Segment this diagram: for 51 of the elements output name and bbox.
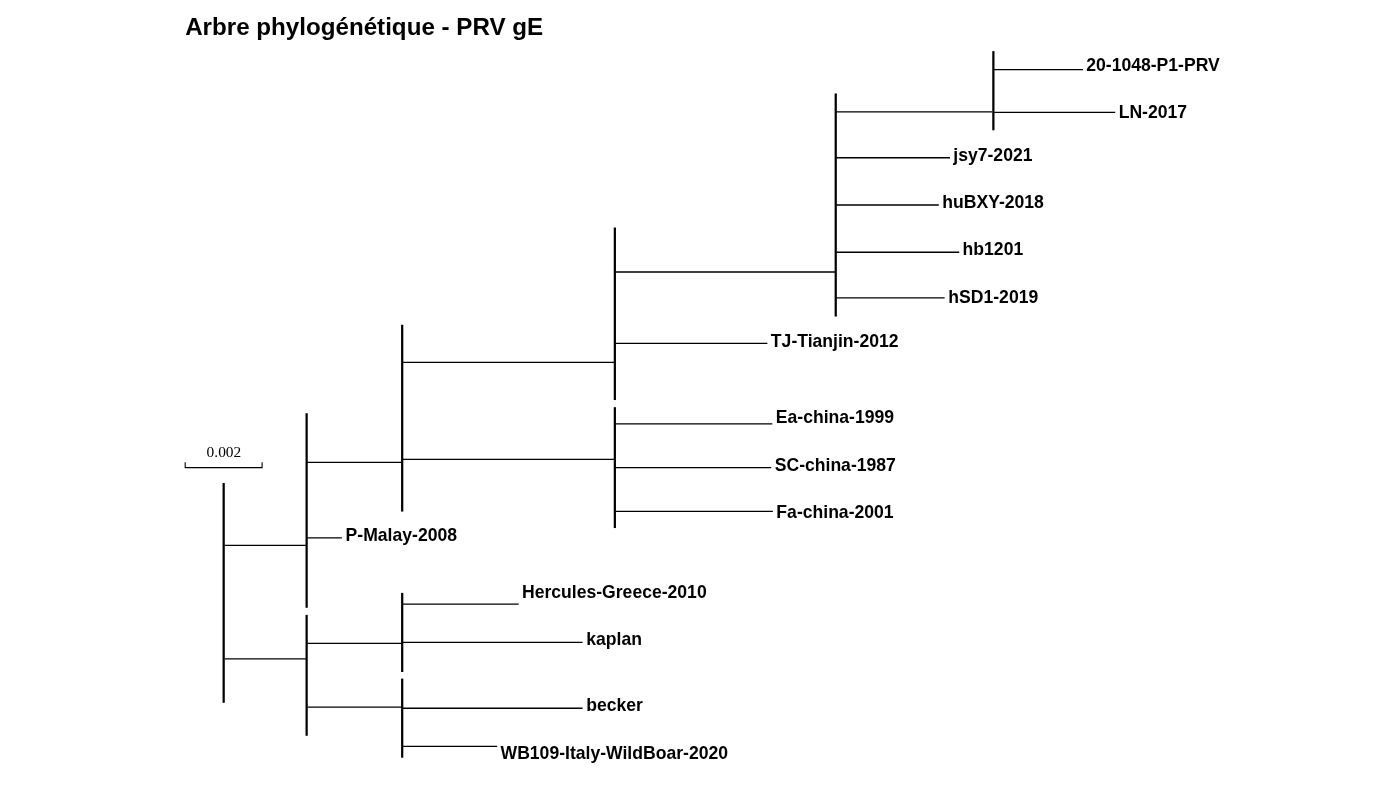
node-text: hb1201	[962, 239, 1024, 260]
connector	[306, 461, 403, 464]
connector	[835, 251, 960, 253]
node-text: 20-1048-P1-PRV	[1086, 54, 1220, 75]
connector	[835, 297, 946, 299]
connector	[306, 706, 403, 708]
node-text: becker	[586, 695, 643, 716]
connector	[835, 157, 951, 159]
diagram-title: Arbre phylogénétique - PRV gE	[185, 13, 544, 41]
connector	[835, 204, 940, 206]
node-bar	[401, 324, 404, 512]
node-bar	[613, 407, 616, 529]
node-bar	[401, 592, 404, 672]
node-text: Hercules-Greece-2010	[521, 582, 707, 603]
connector	[306, 537, 343, 539]
node-text: LN-2017	[1118, 101, 1188, 122]
connector	[835, 111, 994, 113]
connector	[993, 68, 1084, 71]
connector	[402, 458, 615, 461]
node-bar	[222, 483, 225, 703]
connector	[993, 111, 1116, 114]
connector	[614, 271, 836, 273]
node-bar	[401, 678, 404, 758]
node-text: jsy7-2021	[953, 144, 1033, 165]
node-bar	[305, 413, 308, 608]
connector	[402, 707, 584, 709]
label: 0.002	[206, 442, 242, 460]
connector	[223, 544, 307, 547]
connector	[614, 342, 769, 345]
connector	[614, 466, 772, 469]
connector	[402, 603, 520, 605]
connector	[402, 745, 498, 748]
node-text: Fa-china-2001	[776, 501, 894, 522]
node-text: WB109-Italy-WildBoar-2020	[500, 742, 729, 763]
node-text: kaplan	[586, 629, 642, 650]
connector	[223, 658, 307, 660]
node-text: P-Malay-2008	[345, 525, 458, 546]
node-text: TJ-Tianjin-2012	[770, 330, 899, 351]
connector	[614, 510, 774, 512]
connector	[306, 642, 403, 645]
node-text: hSD1-2019	[948, 286, 1039, 307]
node-text: huBXY-2018	[942, 192, 1044, 213]
node-text: SC-china-1987	[774, 454, 896, 475]
node-bar	[992, 51, 995, 131]
connector	[402, 361, 615, 364]
connector	[614, 423, 773, 425]
node-bar	[834, 93, 837, 317]
node-bar	[613, 227, 616, 401]
node-text: Ea-china-1999	[775, 407, 895, 428]
node-bar	[305, 614, 308, 736]
connector	[402, 641, 584, 643]
